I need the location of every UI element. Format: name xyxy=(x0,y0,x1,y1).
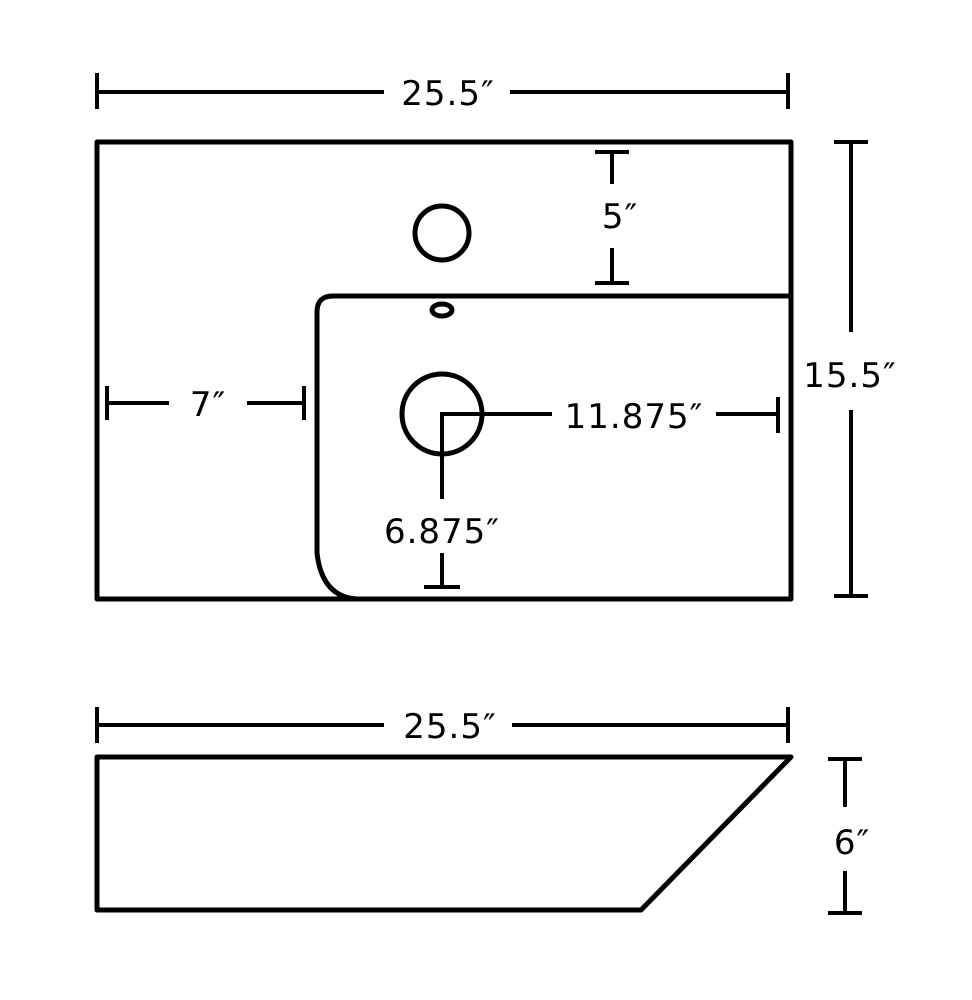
side-height-dimension: 6″ xyxy=(828,757,870,915)
side-view: 25.5″ 6″ xyxy=(94,707,870,915)
overflow-slot xyxy=(429,301,455,319)
left-deck-label: 7″ xyxy=(190,385,226,425)
top-width-dimension: 25.5″ xyxy=(95,73,790,114)
drain-front-label: 6.875″ xyxy=(384,512,500,552)
basin-outline xyxy=(314,293,794,602)
top-view: 25.5″ 5″ 7″ xyxy=(94,73,896,602)
drain-right-label: 11.875″ xyxy=(565,397,704,437)
top-depth-dimension: 15.5″ xyxy=(803,140,896,598)
sink-profile xyxy=(94,754,794,913)
side-height-label: 6″ xyxy=(834,823,870,863)
top-depth-label: 15.5″ xyxy=(803,356,896,396)
faucet-offset-label: 5″ xyxy=(602,197,638,237)
drain-front-dimension: 6.875″ xyxy=(384,412,500,589)
side-width-dimension: 25.5″ xyxy=(95,707,790,747)
left-deck-dimension: 7″ xyxy=(105,385,306,425)
faucet-hole xyxy=(412,203,472,263)
faucet-offset-dimension: 5″ xyxy=(595,150,638,285)
sink-outline-top xyxy=(94,139,794,602)
side-width-label: 25.5″ xyxy=(403,707,496,747)
top-width-label: 25.5″ xyxy=(401,74,494,114)
drain-right-dimension: 11.875″ xyxy=(440,397,780,437)
